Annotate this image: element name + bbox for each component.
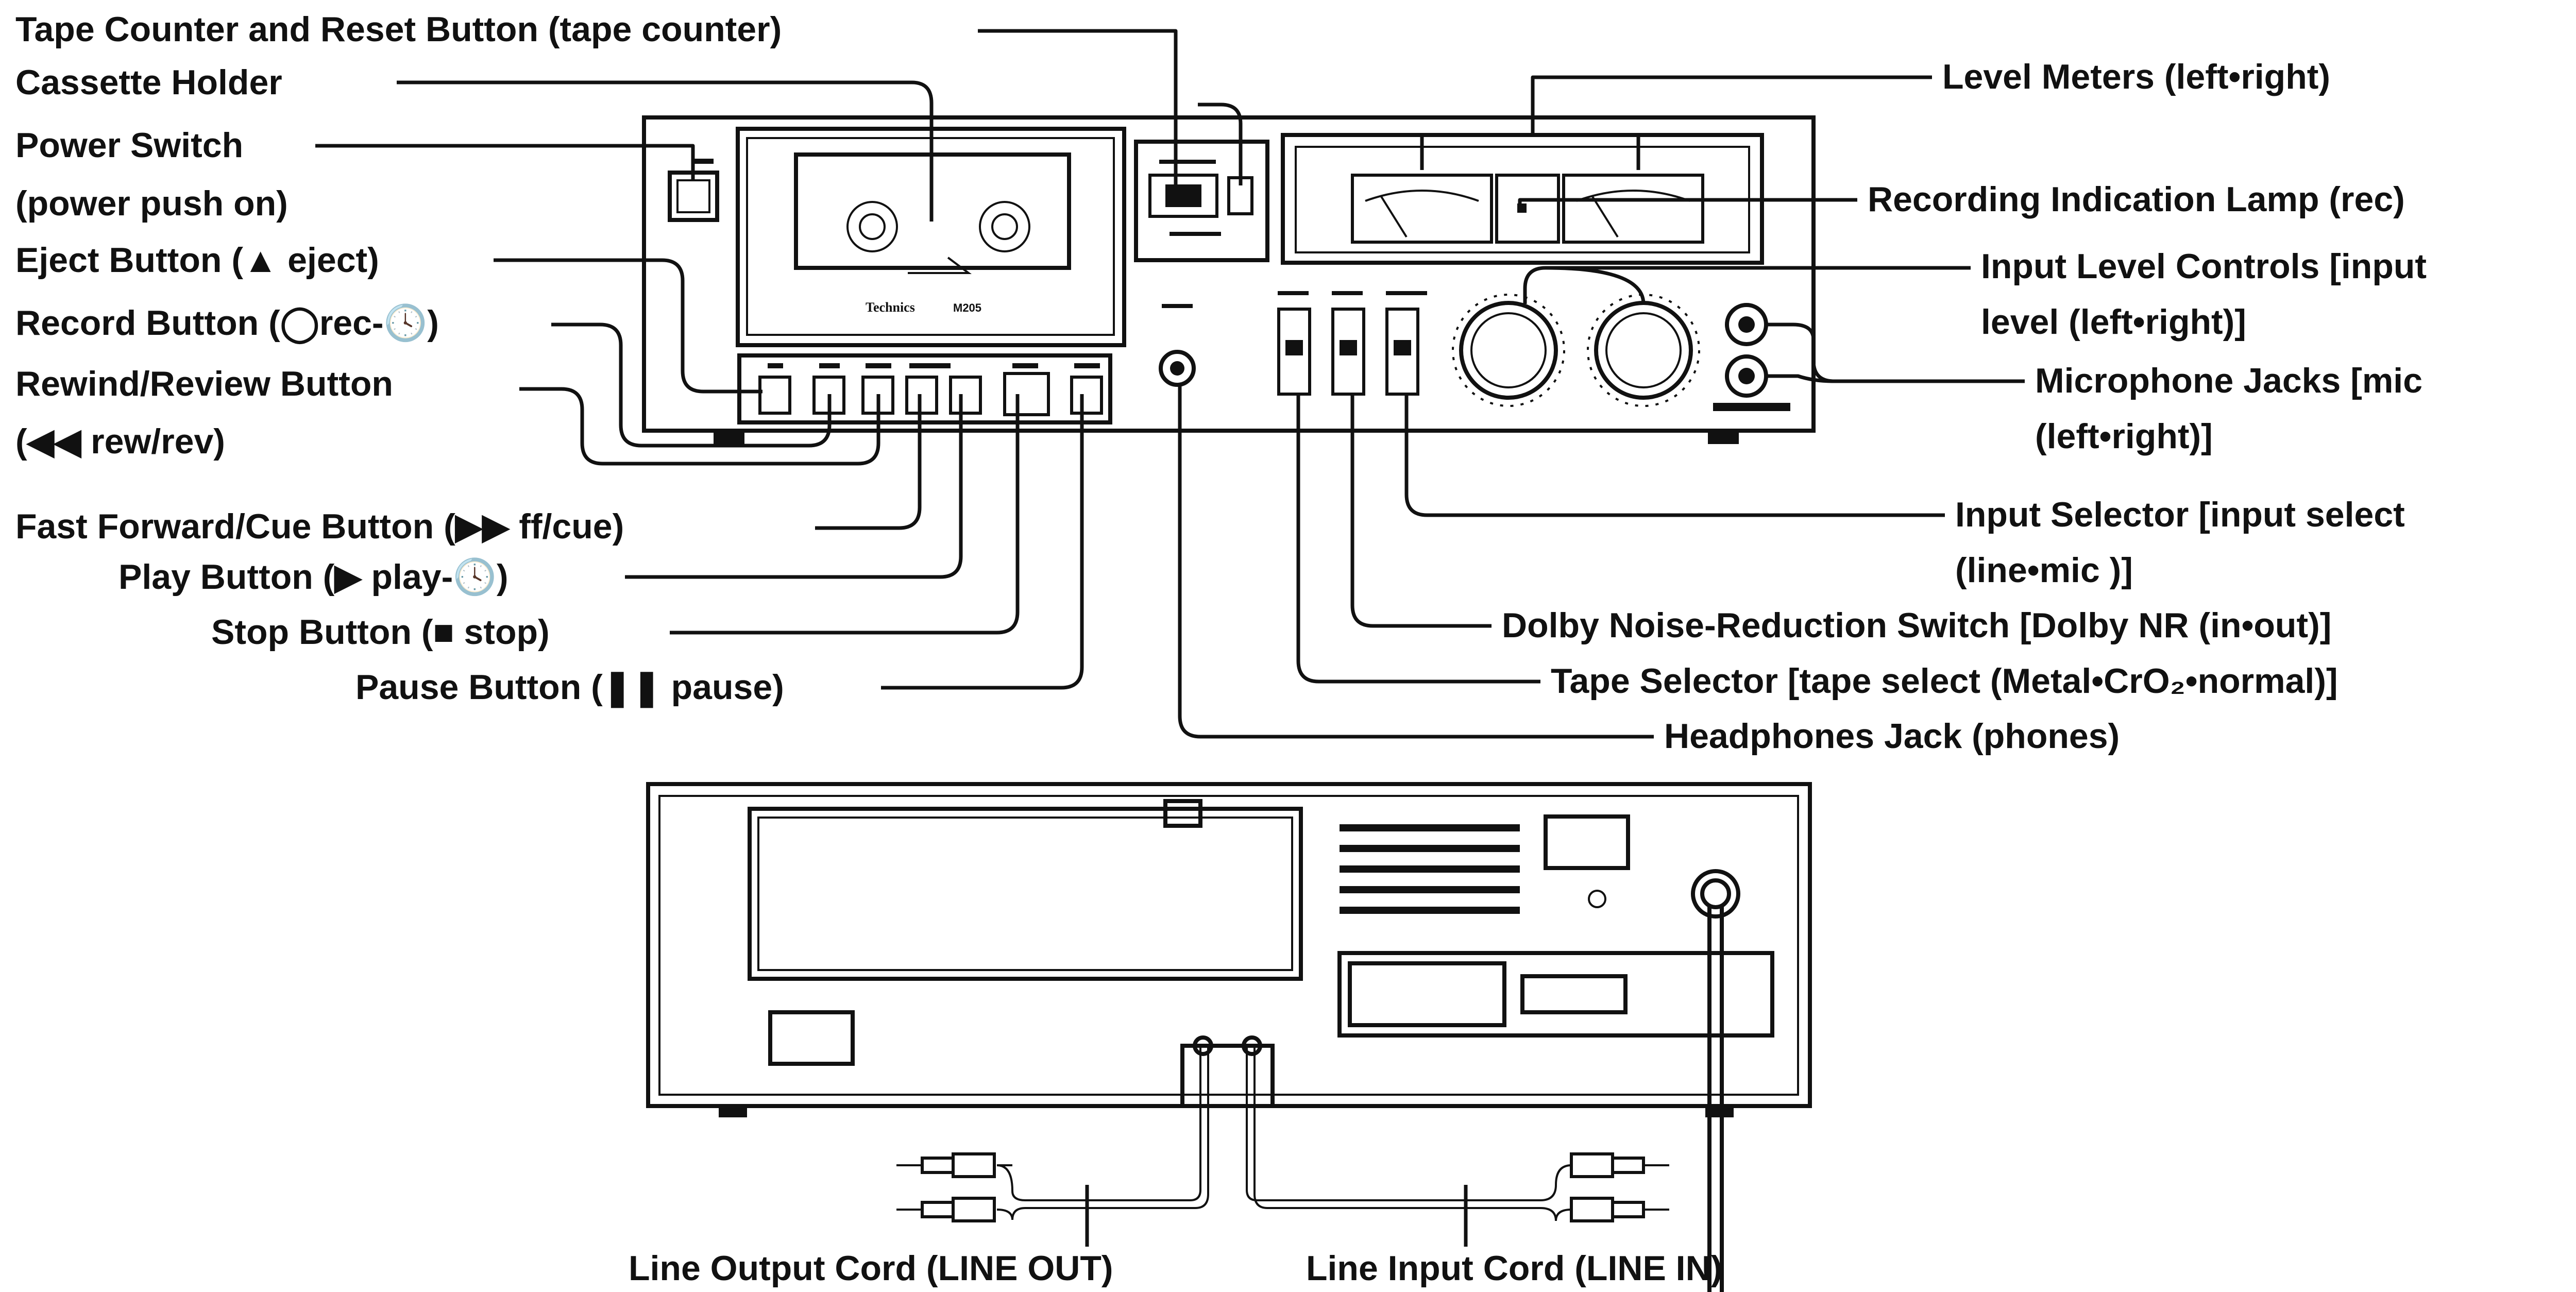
brand-name: Technics [866, 300, 915, 315]
vent-grille [1340, 824, 1520, 914]
label-mic-jacks: Microphone Jacks [mic [2035, 361, 2422, 400]
transport-buttons [737, 353, 1112, 424]
label-line-out: Line Output Cord (LINE OUT) [629, 1249, 1113, 1288]
label-rewind-button-detail: (◀◀ rew/rev) [15, 422, 225, 461]
label-pause-button: Pause Button (❚❚ pause) [355, 668, 784, 708]
label-power-switch-detail: (power push on) [15, 184, 288, 223]
label-line-in: Line Input Cord (LINE IN) [1306, 1249, 1722, 1288]
label-eject-button: Eject Button (▲ eject) [15, 241, 379, 280]
rca-plug-in-2 [1570, 1197, 1669, 1222]
front-leader-lines [315, 29, 2025, 739]
microphone-jacks [1713, 303, 1790, 411]
callout-labels: Tape Counter and Reset Button (tape coun… [15, 10, 2427, 1288]
rca-plug-out-2 [896, 1197, 996, 1222]
label-ff-button: Fast Forward/Cue Button (▶▶ ff/cue) [15, 507, 624, 546]
label-mic-jacks-detail: (left•right)] [2035, 417, 2213, 456]
label-rewind-button: Rewind/Review Button [15, 364, 393, 403]
label-rec-lamp: Recording Indication Lamp (rec) [1868, 180, 2405, 219]
label-level-meters: Level Meters (left•right) [1942, 57, 2330, 96]
model-number: M205 [953, 301, 981, 314]
label-input-selector-detail: (line•mic )] [1955, 551, 2133, 590]
label-headphones-jack: Headphones Jack (phones) [1664, 717, 2120, 756]
label-record-button: Record Button (◯rec-🕓) [15, 303, 439, 345]
selector-switches [1277, 291, 1427, 396]
label-power-switch: Power Switch [15, 126, 243, 165]
headphones-jack [1159, 304, 1196, 387]
label-tape-counter: Tape Counter and Reset Button (tape coun… [15, 10, 782, 49]
label-input-level-detail: level (left•right)] [1981, 302, 2246, 342]
label-input-level: Input Level Controls [input [1981, 247, 2427, 286]
label-cassette-holder: Cassette Holder [15, 63, 282, 102]
label-dolby-switch: Dolby Noise-Reduction Switch [Dolby NR (… [1502, 606, 2331, 645]
label-tape-selector: Tape Selector [tape select (Metal•CrO₂•n… [1551, 661, 2338, 701]
label-input-selector: Input Selector [input select [1955, 495, 2405, 534]
line-output-cord [896, 1046, 1209, 1222]
input-level-knobs [1452, 294, 1700, 407]
label-stop-button: Stop Button (■ stop) [211, 613, 550, 652]
label-play-button: Play Button (▶ play-🕓) [118, 557, 509, 597]
rca-plug-in-1 [1570, 1152, 1669, 1178]
rca-plug-out-1 [896, 1152, 996, 1178]
power-cord [1691, 869, 1740, 1292]
back-leader-lines [1085, 1185, 1468, 1247]
tape-counter [1134, 140, 1269, 262]
line-input-cord [1246, 1046, 1669, 1222]
back-panel [646, 782, 1812, 1117]
